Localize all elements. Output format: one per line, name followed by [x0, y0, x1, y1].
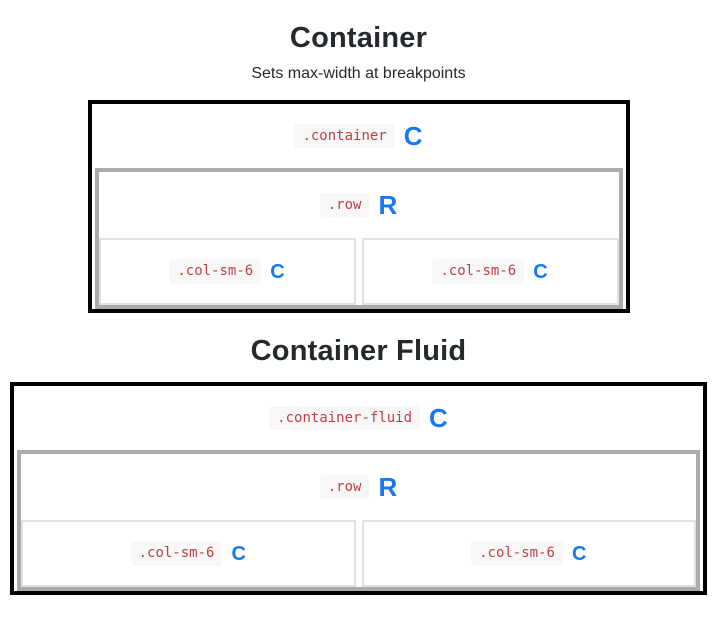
column-demo-box: .col-sm-6 C [21, 520, 356, 587]
container-letter: C [403, 121, 423, 151]
column-letter: C [571, 542, 587, 565]
column-code-chip: .col-sm-6 [169, 259, 262, 284]
columns-row: .col-sm-6 C .col-sm-6 C [21, 520, 696, 587]
column-code-chip: .col-sm-6 [130, 541, 223, 566]
row-code-chip: .row [319, 474, 370, 500]
section-container-fluid: Container Fluid .container-fluid C .row … [0, 313, 717, 595]
row-demo-box: .row R .col-sm-6 C .col-sm-6 C [94, 168, 623, 309]
row-letter: R [378, 190, 398, 220]
column-demo-box: .col-sm-6 C [361, 520, 696, 587]
column-demo-box: .col-sm-6 C [98, 238, 356, 305]
page-title: Container [289, 22, 428, 54]
page: Container Sets max-width at breakpoints … [0, 22, 717, 595]
column-code-chip: .col-sm-6 [471, 541, 563, 566]
column-letter: C [231, 542, 246, 565]
column-letter: C [533, 260, 548, 283]
container-fluid-letter: C [429, 403, 448, 433]
container-fluid-code-chip: .container-fluid [269, 405, 421, 431]
row-demo-box-fluid: .row R .col-sm-6 C .col-sm-6 C [17, 450, 700, 591]
row-letter: R [378, 472, 398, 502]
container-label-line: .container C [95, 104, 623, 168]
row-label-line: .row R [99, 172, 619, 238]
section-subtitle: Sets max-width at breakpoints [251, 65, 466, 82]
section-container: Container Sets max-width at breakpoints … [87, 22, 630, 313]
container-code-chip: .container [294, 123, 395, 149]
row-code-chip: .row [319, 192, 370, 218]
container-demo-box: .container C .row R .col-sm-6 C .col-sm-… [87, 100, 630, 313]
column-letter: C [270, 260, 285, 283]
row-label-line-fluid: .row R [21, 454, 696, 520]
container-fluid-demo-box: .container-fluid C .row R .col-sm-6 C .c… [10, 382, 707, 595]
column-demo-box: .col-sm-6 C [361, 238, 619, 305]
container-fluid-label-line: .container-fluid C [17, 386, 700, 450]
column-code-chip: .col-sm-6 [432, 259, 525, 284]
columns-row: .col-sm-6 C .col-sm-6 C [98, 238, 619, 305]
page-title-fluid: Container Fluid [250, 335, 467, 367]
